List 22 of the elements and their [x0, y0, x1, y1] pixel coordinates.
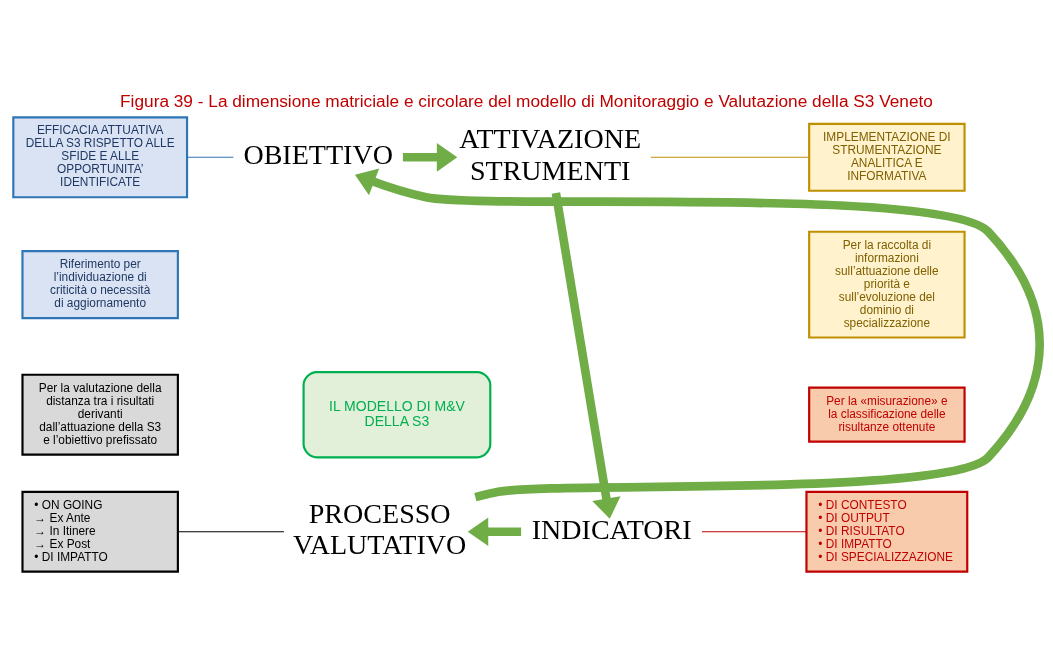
connector	[650, 156, 810, 158]
node-text: OBIETTIVO	[243, 138, 393, 170]
node-text: INDICATORI	[531, 513, 692, 545]
connector	[177, 530, 285, 532]
connector	[186, 156, 234, 158]
node-box: Riferimento per l’individuazione di criticità o necessità di aggiornamento	[21, 249, 179, 319]
node-box: Per la raccolta di informazioni sull’attuazione delle priorità e sull’evoluzione del dominio di specializzazione	[808, 230, 966, 339]
node-box: Per la «misurazione» e la classificazione delle risultanze ottenute	[808, 386, 966, 443]
arrow	[551, 191, 621, 519]
node-box: Per la valutazione della distanza tra i risultati derivanti dall’attuazione della S3 e l’obiettivo prefissato	[21, 373, 179, 456]
node-box: IL MODELLO DI M&V DELLA S3	[302, 370, 492, 458]
node-box: EFFICACIA ATTUATIVA DELLA S3 RISPETTO ALLE SFIDE E ALLE OPPORTUNITA’ IDENTIFICATE	[12, 115, 189, 198]
arrow	[467, 516, 522, 546]
node-box: IMPLEMENTAZIONE DI STRUMENTAZIONE ANALITICA E INFORMATIVA	[808, 122, 966, 192]
node-box: • DI CONTESTO • DI OUTPUT • DI RISULTATO • DI IMPATTO • DI SPECIALIZZAZIONE	[805, 490, 969, 573]
arrow	[354, 168, 1044, 501]
arrow	[402, 142, 458, 172]
node-text: PROCESSO VALUTATIVO	[293, 497, 467, 560]
connector	[701, 530, 807, 532]
node-box: • ON GOING → Ex Ante → In Itinere → Ex Post • DI IMPATTO	[21, 490, 179, 573]
diagram-title: Figura 39 - La dimensione matriciale e circolare del modello di Monitoraggio e Valutazione della S3 Veneto	[120, 90, 933, 111]
node-text: ATTIVAZIONE STRUMENTI	[459, 122, 642, 186]
